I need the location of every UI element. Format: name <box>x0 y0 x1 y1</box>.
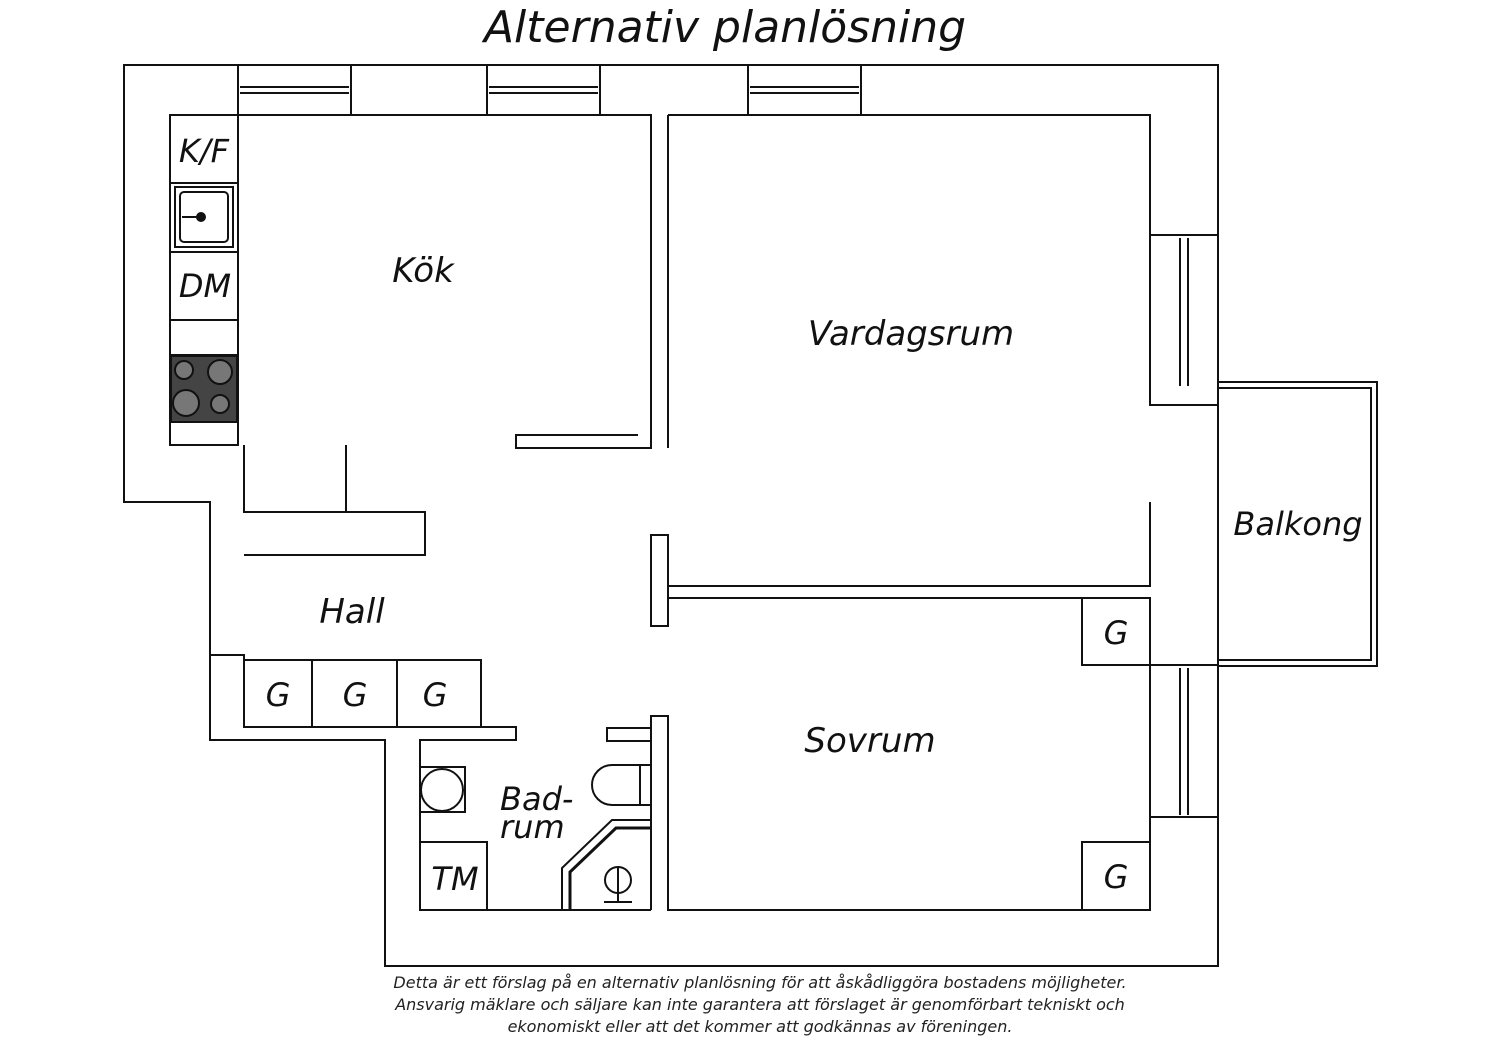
disclaimer-line-1: Detta är ett förslag på en alternativ pl… <box>393 973 1127 992</box>
bathroom-label-line2: rum <box>500 808 565 846</box>
fridge-freezer-label: K/F <box>179 132 230 170</box>
wardrobe-label-hall-2: G <box>343 676 368 714</box>
bathroom-label-line1: Bad- <box>500 780 573 818</box>
bedroom-wall <box>668 597 1151 665</box>
sink-icon <box>174 186 234 248</box>
outer-wall <box>123 64 1219 967</box>
window-top-1 <box>237 64 352 116</box>
disclaimer: Detta är ett förslag på en alternativ pl… <box>380 972 1140 1038</box>
disclaimer-line-2: Ansvarig mäklare och säljare kan inte ga… <box>395 995 1125 1014</box>
bathroom-sink <box>419 766 466 813</box>
washing-machine-label: TM <box>431 860 478 898</box>
disclaimer-line-3: ekonomiskt eller att det kommer att godk… <box>507 1017 1013 1036</box>
window-top-2 <box>486 64 601 116</box>
balcony-outline <box>1218 381 1378 667</box>
stove-icon <box>170 355 238 423</box>
window-right-2 <box>1149 664 1219 818</box>
kitchen-counter <box>169 114 239 446</box>
balcony-label: Balkong <box>1233 505 1362 543</box>
kitchen-label: Kök <box>392 251 455 291</box>
living-room-wall <box>668 114 1151 405</box>
kitchen-wall <box>170 114 652 449</box>
wardrobe-label-hall-1: G <box>266 676 291 714</box>
wardrobe-label-hall-3: G <box>423 676 448 714</box>
wardrobe-bedroom-1 <box>1081 597 1151 666</box>
wardrobe-bedroom-2 <box>1081 841 1151 911</box>
plan-title: Alternativ planlösning <box>483 2 967 53</box>
wardrobe-label-bedroom-1: G <box>1104 614 1129 652</box>
hall-label: Hall <box>319 592 385 632</box>
wardrobe-hall-3 <box>396 659 482 728</box>
window-top-3 <box>747 64 862 116</box>
toilet <box>591 764 652 806</box>
bedroom-label: Sovrum <box>804 721 935 761</box>
window-right-1 <box>1149 234 1219 406</box>
living-room-label: Vardagsrum <box>808 314 1014 354</box>
wardrobe-label-bedroom-2: G <box>1104 858 1129 896</box>
shower-corner <box>561 819 651 910</box>
dishwasher-label: DM <box>179 267 231 305</box>
